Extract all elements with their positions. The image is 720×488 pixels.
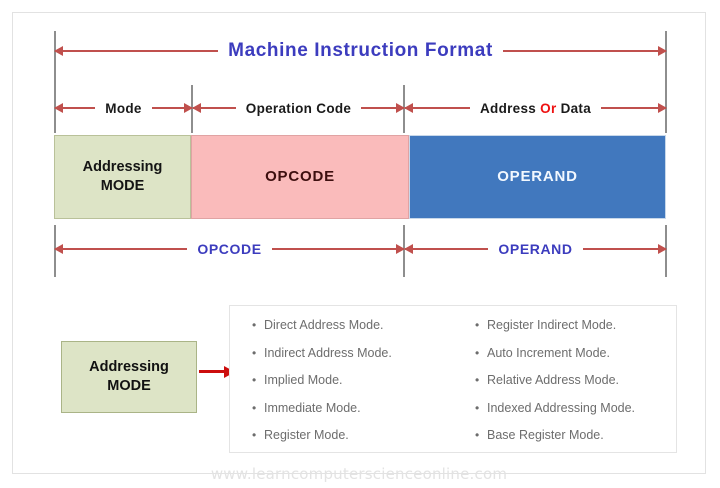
arrow-line-left <box>55 107 96 109</box>
arrow-line-right <box>271 248 404 250</box>
bullet-icon: • <box>252 373 257 387</box>
label-mode: Mode <box>105 100 142 116</box>
arrow-line-left <box>405 248 489 250</box>
measure-address-or-data: Address Or Data <box>405 97 667 119</box>
bullet-icon: • <box>252 345 257 360</box>
arrow-line-left <box>193 107 236 109</box>
list-item: • Direct Address Mode. <box>252 318 453 332</box>
bullet-icon: • <box>252 318 257 332</box>
list-item: • Register Indirect Mode. <box>475 318 676 332</box>
measure-opcode-span: OPCODE <box>55 238 404 260</box>
arrow-line-right <box>502 50 667 52</box>
block-operand: OPERAND <box>409 135 666 219</box>
measure-operation-code: Operation Code <box>193 97 404 119</box>
measure-mode: Mode <box>55 97 193 119</box>
label-data-text: Data <box>560 100 592 116</box>
list-item-label: Register Mode. <box>264 428 349 442</box>
list-item-label: Immediate Mode. <box>264 400 361 415</box>
list-item-label: Auto Increment Mode. <box>487 345 610 360</box>
list-item: • Base Register Mode. <box>475 428 676 442</box>
arrow-line-right <box>601 107 667 109</box>
list-item: • Auto Increment Mode. <box>475 346 676 360</box>
arrow-line-left <box>405 107 470 109</box>
callout-line1: Addressing <box>89 359 169 376</box>
measure-operand-span: OPERAND <box>405 238 666 260</box>
list-item-label: Relative Address Mode. <box>487 373 620 387</box>
bullet-icon: • <box>252 400 257 415</box>
measure-machine-instruction-format: Machine Instruction Format <box>55 40 667 62</box>
sublabel-opcode: OPCODE <box>197 241 262 257</box>
list-item: • Indirect Address Mode. <box>252 346 453 360</box>
list-item: • Indexed Addressing Mode. <box>475 401 676 415</box>
bullet-icon: • <box>475 318 480 332</box>
bullet-icon: • <box>475 373 480 387</box>
block-operand-label: OPERAND <box>497 168 578 186</box>
watermark: www.learncomputerscienceonline.com <box>210 465 508 483</box>
list-item: • Implied Mode. <box>252 373 453 387</box>
bullet-icon: • <box>475 400 480 415</box>
label-operation-code: Operation Code <box>245 100 352 116</box>
sublabel-operand: OPERAND <box>498 241 573 257</box>
bullet-icon: • <box>252 428 257 442</box>
block-addressing-mode: Addressing MODE <box>54 135 191 219</box>
instruction-format-figure: Machine Instruction Format Mode Operatio… <box>12 12 706 483</box>
arrow-line-right <box>151 107 193 109</box>
label-address-or-data: Address Or Data <box>470 101 601 116</box>
guide-line-left-top <box>54 31 56 133</box>
block-opcode-label: OPCODE <box>265 168 335 186</box>
list-item-label: Implied Mode. <box>264 373 343 387</box>
bullet-icon: • <box>475 428 480 442</box>
list-item-label: Base Register Mode. <box>487 428 604 442</box>
addressing-modes-column-left: • Direct Address Mode. • Indirect Addres… <box>230 318 453 442</box>
list-item: • Relative Address Mode. <box>475 373 676 387</box>
addressing-modes-column-right: • Register Indirect Mode. • Auto Increme… <box>453 318 676 442</box>
block-addressing-mode-line1: Addressing <box>82 159 163 176</box>
list-item-label: Indexed Addressing Mode. <box>487 400 636 415</box>
figure-title: Machine Instruction Format <box>228 40 493 61</box>
guide-line-right-top <box>665 31 667 133</box>
callout-line2: MODE <box>107 378 151 394</box>
list-item-label: Indirect Address Mode. <box>264 345 392 360</box>
list-item: • Immediate Mode. <box>252 401 453 415</box>
label-address-text: Address <box>479 100 537 116</box>
addressing-modes-panel: • Direct Address Mode. • Indirect Addres… <box>229 305 677 453</box>
arrow-line-left <box>55 248 188 250</box>
block-addressing-mode-line2: MODE <box>100 178 145 194</box>
block-opcode: OPCODE <box>191 135 409 219</box>
list-item: • Register Mode. <box>252 428 453 442</box>
arrow-line-right <box>361 107 404 109</box>
list-item-label: Direct Address Mode. <box>264 318 384 332</box>
callout-arrow-icon <box>199 370 225 373</box>
arrow-line-left <box>55 50 219 52</box>
bullet-icon: • <box>475 345 480 360</box>
callout-addressing-mode: Addressing MODE <box>61 341 197 413</box>
arrow-line-right <box>582 248 666 250</box>
list-item-label: Register Indirect Mode. <box>487 318 617 332</box>
label-or-text: Or <box>540 100 557 116</box>
